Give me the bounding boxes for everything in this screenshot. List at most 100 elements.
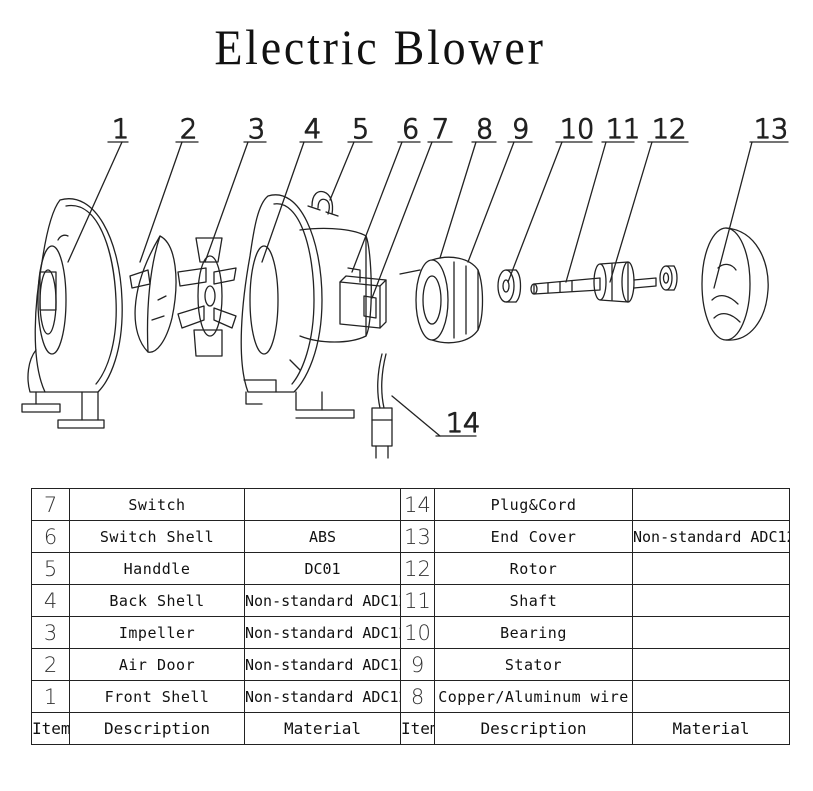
part-material <box>632 680 790 713</box>
part-description: Bearing <box>434 616 633 649</box>
part-material <box>632 552 790 585</box>
part-description: Air Door <box>69 648 245 681</box>
parts-table: 7 Switch 14 Plug&Cord 6 Switch Shell ABS… <box>31 488 790 745</box>
part-description: Back Shell <box>69 584 245 617</box>
part-description: Stator <box>434 648 633 681</box>
callout-label-4: 4 <box>304 114 321 145</box>
table-row: 7 Switch 14 Plug&Cord <box>31 488 790 521</box>
copper-wire-part <box>399 256 484 344</box>
callout-6: 6 <box>351 113 421 273</box>
callout-12: 12 <box>609 113 689 283</box>
callout-14: 14 <box>391 395 481 440</box>
callout-3: 3 <box>204 113 267 263</box>
rotor-part <box>593 261 657 303</box>
callout-5: 5 <box>329 113 373 201</box>
table-header-row: Item Description Material Item Descripti… <box>31 712 790 745</box>
part-description: End Cover <box>434 520 633 553</box>
part-description: Shaft <box>434 584 633 617</box>
table-row: 2 Air Door Non-standard ADC12 9 Stator <box>31 648 790 681</box>
item-number: 5 <box>31 552 70 585</box>
column-header-material: Material <box>244 712 401 745</box>
column-header-item: Item <box>400 712 435 745</box>
shaft-part <box>530 277 601 295</box>
table-row: 5 Handdle DC01 12 Rotor <box>31 552 790 585</box>
callout-4: 4 <box>261 113 323 263</box>
part-material <box>632 584 790 617</box>
back-shell-part <box>240 194 372 419</box>
callout-label-14: 14 <box>446 408 480 439</box>
part-material <box>632 616 790 649</box>
item-number: 8 <box>400 680 435 713</box>
part-material <box>244 488 401 521</box>
item-number: 12 <box>400 552 435 585</box>
front-shell-part <box>21 198 123 429</box>
part-description: Rotor <box>434 552 633 585</box>
item-number: 2 <box>31 648 70 681</box>
switch-shell-part <box>339 267 387 329</box>
table-row: 3 Impeller Non-standard ADC12 10 Bearing <box>31 616 790 649</box>
callout-10: 10 <box>507 113 595 283</box>
column-header-description: Description <box>434 712 633 745</box>
end-cover-part <box>701 227 769 341</box>
callout-label-8: 8 <box>476 114 493 145</box>
item-number: 1 <box>31 680 70 713</box>
part-material: Non-standard ADC12 <box>244 648 401 681</box>
callout-label-10: 10 <box>560 114 594 145</box>
table-row: 4 Back Shell Non-standard ADC12 11 Shaft <box>31 584 790 617</box>
callout-9: 9 <box>467 113 533 263</box>
callout-1: 1 <box>67 113 130 263</box>
callout-label-7: 7 <box>432 114 449 145</box>
item-number: 11 <box>400 584 435 617</box>
item-number: 9 <box>400 648 435 681</box>
part-material: Non-standard ADC12 <box>632 520 790 553</box>
table-row: 1 Front Shell Non-standard ADC12 8 Coppe… <box>31 680 790 713</box>
item-number: 7 <box>31 488 70 521</box>
part-material: ABS <box>244 520 401 553</box>
part-description: Impeller <box>69 616 245 649</box>
item-number: 13 <box>400 520 435 553</box>
page-title: Electric Blower <box>214 19 546 75</box>
column-header-material: Material <box>632 712 790 745</box>
part-material: Non-standard ADC12 <box>244 616 401 649</box>
plug-cord-part <box>371 353 393 459</box>
callout-label-3: 3 <box>248 114 265 145</box>
part-material <box>632 488 790 521</box>
bearing-part <box>659 265 678 291</box>
stator-part <box>497 269 522 303</box>
callout-8: 8 <box>439 113 497 259</box>
callout-label-13: 13 <box>754 114 788 145</box>
callout-label-9: 9 <box>512 114 529 145</box>
callout-label-12: 12 <box>652 114 686 145</box>
callout-11: 11 <box>565 113 641 283</box>
switch-part <box>363 295 377 319</box>
part-material <box>632 648 790 681</box>
part-description: Handdle <box>69 552 245 585</box>
callout-label-5: 5 <box>352 114 369 145</box>
part-description: Switch <box>69 488 245 521</box>
table-row: 6 Switch Shell ABS 13 End Cover Non-stan… <box>31 520 790 553</box>
item-number: 4 <box>31 584 70 617</box>
item-number: 3 <box>31 616 70 649</box>
part-material: Non-standard ADC12 <box>244 680 401 713</box>
handle-part <box>307 190 339 217</box>
callout-label-1: 1 <box>112 114 129 145</box>
part-material: DC01 <box>244 552 401 585</box>
column-header-description: Description <box>69 712 245 745</box>
impeller-part <box>177 237 237 357</box>
part-description: Front Shell <box>69 680 245 713</box>
callout-label-11: 11 <box>606 114 640 145</box>
part-description: Switch Shell <box>69 520 245 553</box>
column-header-item: Item <box>31 712 70 745</box>
part-description: Plug&Cord <box>434 488 633 521</box>
air-door-part <box>129 235 177 353</box>
part-material: Non-standard ADC12 <box>244 584 401 617</box>
callout-label-2: 2 <box>180 114 197 145</box>
callout-7: 7 <box>371 113 453 299</box>
item-number: 6 <box>31 520 70 553</box>
callout-13: 13 <box>713 113 789 289</box>
callout-2: 2 <box>139 113 199 263</box>
item-number: 14 <box>400 488 435 521</box>
part-description: Copper/Aluminum wire <box>434 680 633 713</box>
exploded-view-drawing: 1 2 3 4 5 6 7 8 9 10 <box>21 113 789 459</box>
callout-label-6: 6 <box>402 114 419 145</box>
